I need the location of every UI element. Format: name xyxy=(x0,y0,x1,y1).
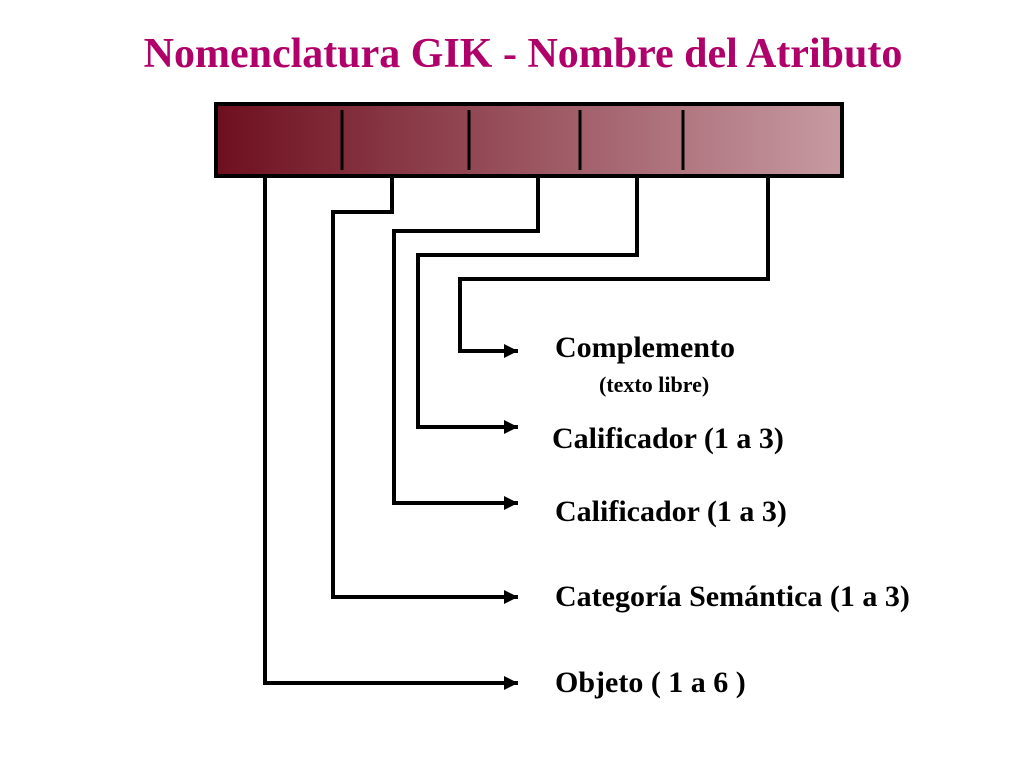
connector-calificador-2 xyxy=(392,178,540,510)
connector-categoria xyxy=(331,178,518,604)
connector-objeto xyxy=(263,178,518,690)
attribute-bar-frame xyxy=(214,102,844,178)
label-calificador-1: Calificador (1 a 3) xyxy=(552,422,784,455)
attribute-bar xyxy=(214,102,844,178)
label-objeto: Objeto ( 1 a 6 ) xyxy=(555,666,746,699)
connector-calificador-1 xyxy=(416,178,639,434)
label-complemento-note: (texto libre) xyxy=(599,372,710,397)
label-categoria: Categoría Semántica (1 a 3) xyxy=(555,580,910,613)
diagram-title: Nomenclatura GIK - Nombre del Atributo xyxy=(143,31,903,77)
label-calificador-2: Calificador (1 a 3) xyxy=(555,495,787,528)
connector-complemento xyxy=(458,178,770,358)
label-complemento: Complemento xyxy=(555,331,735,364)
